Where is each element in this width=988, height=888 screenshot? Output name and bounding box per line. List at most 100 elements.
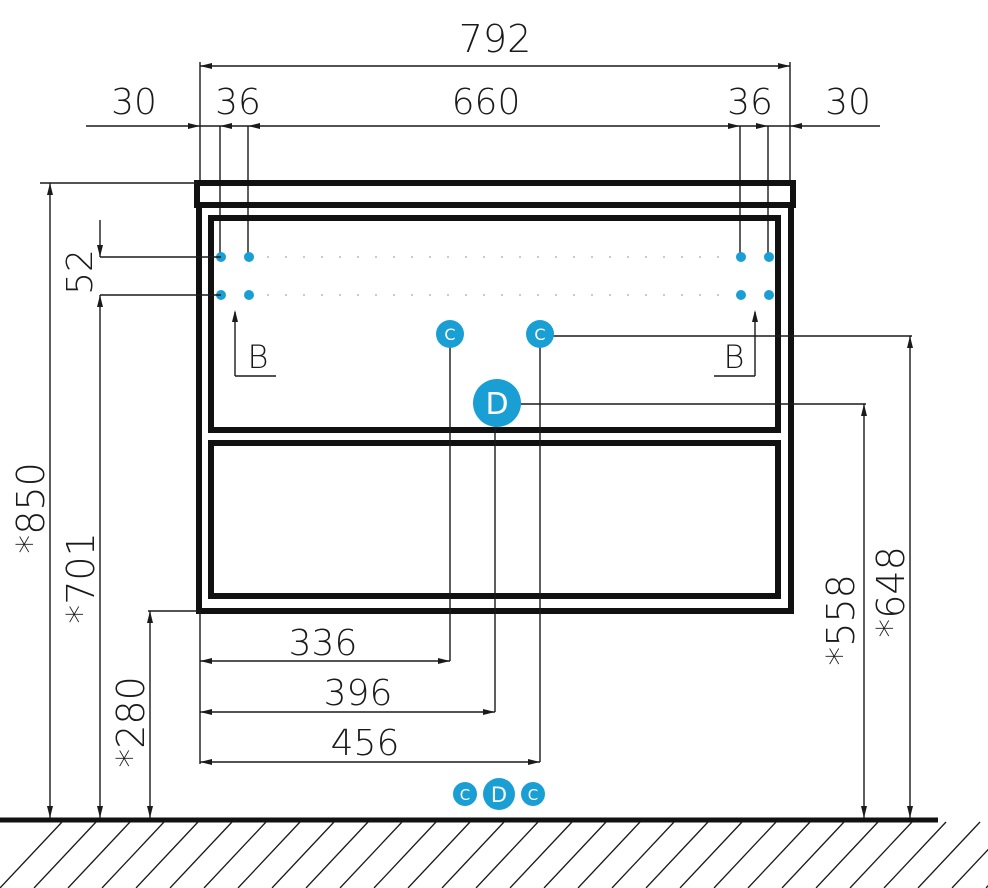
mounting-holes xyxy=(216,252,774,300)
hatch-line xyxy=(747,821,811,888)
guide-dot xyxy=(573,256,575,258)
legend-item: C xyxy=(460,786,470,804)
guide-dot xyxy=(681,256,683,258)
section-label-right: B xyxy=(724,338,745,376)
dim-side-offset-left: 30 xyxy=(111,82,157,123)
hatch-line xyxy=(781,821,845,888)
dim-hole-height: *701 xyxy=(59,295,103,818)
guide-dot xyxy=(465,256,467,258)
hatch-line xyxy=(67,821,131,888)
hatch-line xyxy=(543,821,607,888)
svg-text:D: D xyxy=(485,387,508,422)
guide-dot xyxy=(699,256,701,258)
guide-dot xyxy=(519,294,521,296)
guide-dot xyxy=(501,294,503,296)
dim-bottom-clearance: *280 xyxy=(109,610,199,818)
section-marker-left: B xyxy=(232,310,276,377)
dim-hole-spacing: 52 xyxy=(60,220,221,296)
hatch-line xyxy=(679,821,743,888)
legend-item: D xyxy=(491,783,507,807)
guide-dot xyxy=(447,256,449,258)
svg-text:C: C xyxy=(534,325,545,344)
guide-dot xyxy=(285,256,287,258)
hatch-line xyxy=(305,821,369,888)
guide-dot xyxy=(429,294,431,296)
guide-dot xyxy=(627,294,629,296)
dim-hole-inset-right: 36 xyxy=(727,82,773,123)
badge-hot: C xyxy=(526,320,554,348)
dim-hole-spacing-label: 52 xyxy=(60,249,101,295)
dim-side-offset-right: 30 xyxy=(825,82,871,123)
hatch-line xyxy=(373,821,437,888)
hatch-line xyxy=(645,821,709,888)
hatch-line xyxy=(339,821,403,888)
hatch-line xyxy=(577,821,641,888)
floor-hatching xyxy=(0,821,988,888)
guide-dot xyxy=(609,294,611,296)
dim-drain-d-height-label: *558 xyxy=(819,574,863,666)
hatch-line xyxy=(407,821,471,888)
dim-row-offsets: 30 36 660 36 30 xyxy=(86,82,880,258)
guide-dot xyxy=(285,294,287,296)
hatch-line xyxy=(135,821,199,888)
guide-dot xyxy=(447,294,449,296)
dim-drain-d-label: 396 xyxy=(324,673,393,714)
guide-dot xyxy=(627,256,629,258)
hatch-line xyxy=(33,821,97,888)
guide-dot xyxy=(483,256,485,258)
section-label-left: B xyxy=(248,338,269,376)
guide-dot xyxy=(375,294,377,296)
guide-dot xyxy=(321,256,323,258)
guide-dot xyxy=(339,294,341,296)
dim-total-height: *850 xyxy=(9,182,197,818)
guide-dot xyxy=(555,256,557,258)
hatch-line xyxy=(713,821,777,888)
guide-dot xyxy=(537,294,539,296)
guide-dot xyxy=(303,256,305,258)
legend: C D C xyxy=(453,778,545,810)
guide-dot xyxy=(717,294,719,296)
svg-text:C: C xyxy=(444,325,455,344)
hatch-line xyxy=(475,821,539,888)
hatch-line xyxy=(883,821,947,888)
hole-dot xyxy=(736,252,746,262)
dim-hole-span: 660 xyxy=(452,82,521,123)
hatch-line xyxy=(917,821,981,888)
floor xyxy=(0,817,988,888)
dim-drain-positions: 336 396 456 xyxy=(199,336,541,765)
guide-dot xyxy=(609,256,611,258)
guide-dot xyxy=(519,256,521,258)
guide-dot xyxy=(411,256,413,258)
guide-dot xyxy=(393,256,395,258)
badge-drain: D xyxy=(473,379,521,427)
guide-dot xyxy=(573,294,575,296)
guide-dot xyxy=(591,294,593,296)
guide-dot xyxy=(681,294,683,296)
hatch-line xyxy=(237,821,301,888)
hatch-line xyxy=(951,848,988,888)
guide-dot xyxy=(645,256,647,258)
hatch-line xyxy=(169,821,233,888)
hole-dot xyxy=(764,252,774,262)
dim-hole-height-label: *701 xyxy=(59,532,103,624)
section-marker-right: B xyxy=(714,310,758,377)
guide-dot xyxy=(591,256,593,258)
guide-dot xyxy=(267,294,269,296)
guide-dot xyxy=(537,256,539,258)
guide-dot xyxy=(717,256,719,258)
guide-dot xyxy=(429,256,431,258)
dim-total-width-label: 792 xyxy=(459,17,532,61)
hatch-line xyxy=(441,821,505,888)
guide-dot xyxy=(375,256,377,258)
guide-dot xyxy=(465,294,467,296)
guide-dot xyxy=(267,256,269,258)
guide-dot xyxy=(699,294,701,296)
guide-dot xyxy=(357,256,359,258)
hatch-line xyxy=(203,821,267,888)
guide-dot xyxy=(357,294,359,296)
guide-dot xyxy=(663,294,665,296)
dim-bottom-clearance-label: *280 xyxy=(109,676,153,768)
hole-dot xyxy=(736,290,746,300)
hatch-line xyxy=(849,821,913,888)
